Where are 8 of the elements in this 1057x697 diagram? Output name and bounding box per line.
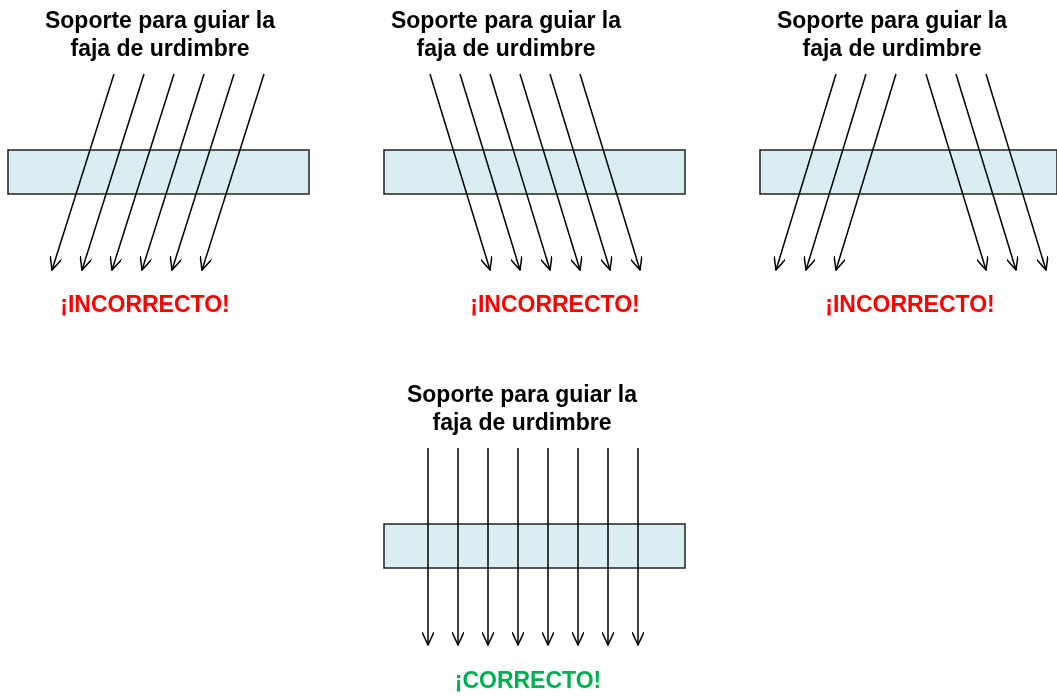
guide-label: Soporte para guiar la faja de urdimbre xyxy=(43,6,277,62)
guide-label: Soporte para guiar la faja de urdimbre xyxy=(389,6,623,62)
status-text: ¡CORRECTO! xyxy=(454,666,602,694)
status-text: ¡INCORRECTO! xyxy=(470,290,640,318)
guide-label: Soporte para guiar la faja de urdimbre xyxy=(775,6,1009,62)
status-text: ¡INCORRECTO! xyxy=(825,290,995,318)
guide-label: Soporte para guiar la faja de urdimbre xyxy=(405,380,639,436)
status-text: ¡INCORRECTO! xyxy=(60,290,230,318)
